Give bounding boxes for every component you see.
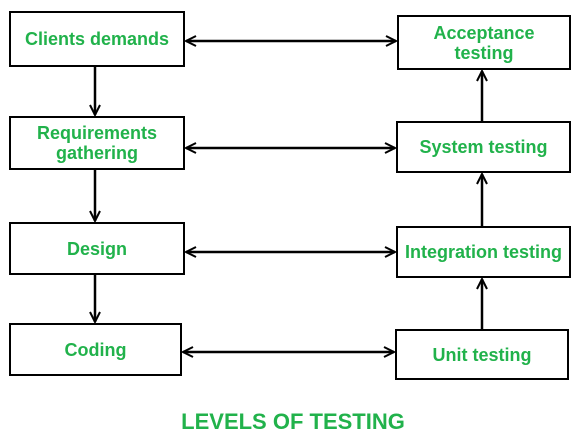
acceptance-testing-label: Acceptance testing [433, 22, 535, 63]
clients-demands-label: Clients demands [24, 29, 170, 49]
system-testing-label: System testing [419, 137, 548, 157]
acceptance-testing-box: Acceptance testing [397, 15, 571, 70]
design-label: Design [66, 238, 127, 259]
requirements-gathering-box: Requirements gathering [9, 116, 185, 170]
clients-demands-box: Clients demands [9, 11, 185, 67]
system-testing-box: System testing [396, 121, 571, 173]
requirements-gathering-label: Requirements gathering [36, 123, 158, 163]
diagram-title: LEVELS OF TESTING [181, 409, 405, 434]
integration-testing-box: Integration testing [396, 226, 571, 278]
unit-testing-box: Unit testing [395, 329, 569, 380]
unit-testing-label: Unit testing [432, 344, 532, 365]
design-box: Design [9, 222, 185, 275]
coding-box: Coding [9, 323, 182, 376]
integration-testing-label: Integration testing [405, 242, 562, 262]
coding-label: Coding [64, 339, 127, 360]
